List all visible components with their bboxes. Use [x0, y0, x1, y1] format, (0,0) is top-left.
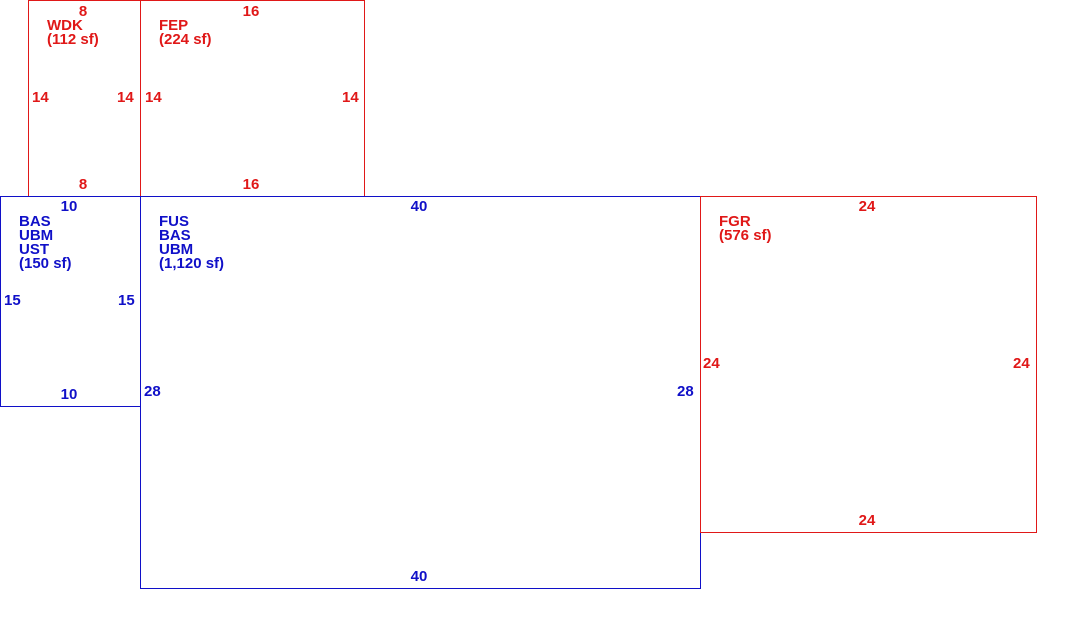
fus-dim-left: 28 [144, 383, 161, 400]
area-size: (576 sf) [719, 227, 772, 244]
area-code: WDK [47, 17, 83, 34]
wdk-dim-bottom: 8 [78, 176, 88, 193]
area-code: FGR [719, 213, 751, 230]
area-size: (1,120 sf) [159, 255, 225, 272]
wdk-dim-left: 14 [32, 89, 49, 106]
bas-small-dim-top: 10 [60, 198, 78, 215]
fus-dim-bottom: 40 [410, 568, 428, 585]
area-code: UST [19, 241, 49, 258]
area-code: BAS [159, 227, 191, 244]
bas-small-dim-left: 15 [4, 292, 21, 309]
area-wdk-label: WDK (112 sf) [47, 17, 99, 48]
area-bas-small-label: BAS UBM UST (150 sf) [19, 213, 72, 272]
bas-small-dim-right: 15 [118, 292, 135, 309]
wdk-dim-right: 14 [117, 89, 134, 106]
fep-dim-top: 16 [242, 3, 260, 20]
area-fus-label: FUS BAS UBM (1,120 sf) [159, 213, 225, 272]
fep-dim-left: 14 [145, 89, 162, 106]
area-size: (112 sf) [47, 31, 99, 48]
bas-small-dim-bottom: 10 [60, 386, 78, 403]
fgr-dim-top: 24 [858, 198, 876, 215]
fep-dim-right: 14 [342, 89, 359, 106]
area-size: (224 sf) [159, 31, 212, 48]
fgr-dim-right: 24 [1013, 355, 1030, 372]
area-code: FUS [159, 213, 189, 230]
area-code: UBM [159, 241, 194, 258]
fus-dim-right: 28 [677, 383, 694, 400]
area-size: (150 sf) [19, 255, 72, 272]
area-fep-label: FEP (224 sf) [159, 17, 212, 48]
area-code: BAS [19, 213, 51, 230]
area-fgr-label: FGR (576 sf) [719, 213, 772, 244]
fep-dim-bottom: 16 [242, 176, 260, 193]
fgr-dim-bottom: 24 [858, 512, 876, 529]
area-code: FEP [159, 17, 189, 34]
fus-dim-top: 40 [410, 198, 428, 215]
area-fgr [700, 196, 1037, 533]
wdk-dim-top: 8 [78, 3, 88, 20]
fgr-dim-left: 24 [703, 355, 720, 372]
area-code: UBM [19, 227, 54, 244]
area-fus [140, 196, 701, 589]
